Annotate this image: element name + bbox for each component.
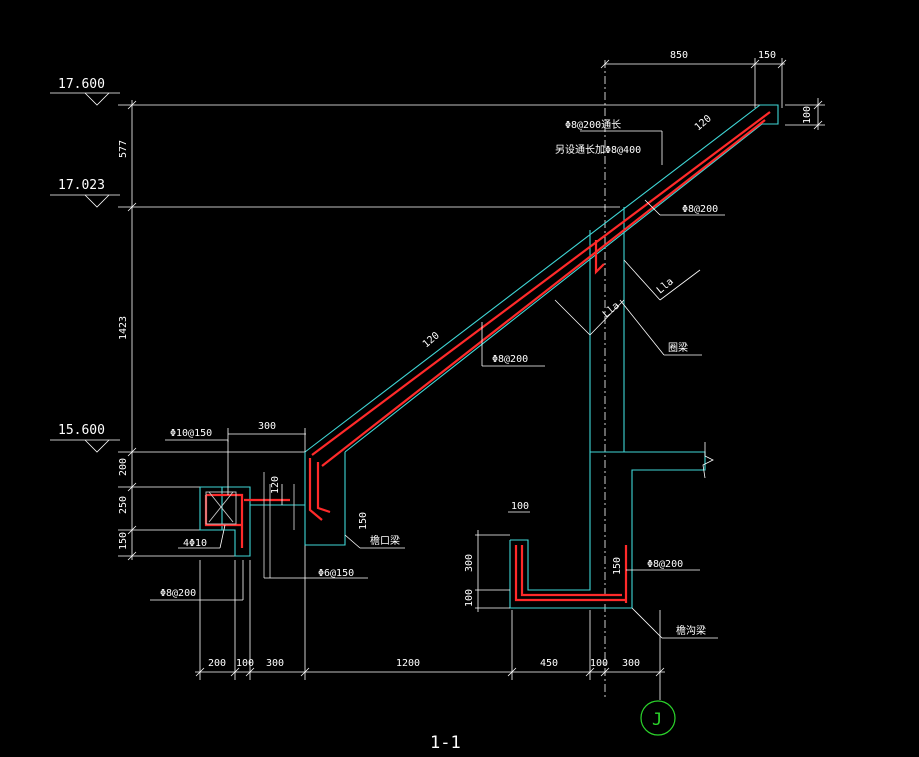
lap-length-1: Lla bbox=[601, 300, 622, 320]
eave-bars-label: 4Φ10 bbox=[183, 538, 207, 549]
elevation-label: 17.023 bbox=[58, 178, 105, 193]
elevation-mark-17600: 17.600 bbox=[50, 77, 120, 106]
left-dimension-chain: 577 1423 200 250 150 bbox=[118, 100, 137, 561]
dim-100-right: 100 bbox=[802, 106, 813, 124]
lap-length-2: Lla bbox=[655, 276, 676, 296]
eave-stirrup-label: Φ8@200 bbox=[160, 588, 196, 599]
elevation-label: 15.600 bbox=[58, 423, 105, 438]
extension-lines bbox=[118, 104, 760, 557]
elevation-label: 17.600 bbox=[58, 77, 105, 92]
dim-577: 577 bbox=[118, 140, 129, 158]
dim-150-eave-beam: 150 bbox=[358, 512, 369, 530]
small-rebar-label: Φ6@150 bbox=[318, 568, 354, 579]
dim-120-eave: 120 bbox=[270, 476, 281, 494]
dim-850: 850 bbox=[670, 50, 688, 61]
dim-300-gutter: 300 bbox=[464, 554, 475, 572]
rebar-top-label: Φ8@200通长 bbox=[565, 119, 621, 131]
annotations: Φ8@200通长 另设通长加Φ8@400 Φ8@200 Φ8@200 圈梁 Φ1… bbox=[150, 119, 725, 639]
eave-top-rebar-label: Φ10@150 bbox=[170, 428, 212, 439]
dim-bottom-100: 100 bbox=[236, 658, 254, 669]
rebar-right-label: Φ8@200 bbox=[682, 204, 718, 215]
right-dimension-100: 100 bbox=[785, 98, 825, 130]
bottom-dimension-chain: 200 100 300 1200 450 100 300 bbox=[195, 545, 665, 680]
grey-sections bbox=[205, 472, 295, 578]
gutter-rebar-label: Φ8@200 bbox=[647, 559, 683, 570]
dim-100-gutter-bottom: 100 bbox=[464, 589, 475, 607]
rebar bbox=[204, 111, 771, 603]
gutter-beam-label: 檐沟梁 bbox=[676, 624, 706, 637]
dim-bottom-300b: 300 bbox=[622, 658, 640, 669]
top-dimension-chain: 850 150 bbox=[600, 50, 787, 700]
section-title: 1-1 bbox=[430, 733, 461, 753]
dim-bottom-450: 450 bbox=[540, 658, 558, 669]
dim-bottom-100b: 100 bbox=[590, 658, 608, 669]
small-dimensions: 300 120 100 300 100 150 150 120 120 Lla … bbox=[227, 113, 714, 612]
dim-150: 150 bbox=[758, 50, 776, 61]
ring-beam-label: 圈梁 bbox=[668, 341, 688, 354]
rebar-slab-label: Φ8@200 bbox=[492, 354, 528, 365]
dim-120-slab: 120 bbox=[421, 330, 442, 350]
elevation-mark-15600: 15.600 bbox=[50, 423, 120, 453]
dim-200: 200 bbox=[118, 458, 129, 476]
rebar-top-extra-label: 另设通长加Φ8@400 bbox=[555, 144, 641, 156]
dim-120-top: 120 bbox=[693, 113, 714, 133]
axis-letter: J bbox=[652, 710, 662, 730]
dim-100-gutter: 100 bbox=[511, 501, 529, 512]
dim-150-gutter: 150 bbox=[612, 557, 623, 575]
dim-300-eave: 300 bbox=[258, 421, 276, 432]
dim-150: 150 bbox=[118, 532, 129, 550]
eave-beam-label: 檐口梁 bbox=[370, 534, 400, 547]
dim-1423: 1423 bbox=[118, 316, 129, 340]
concrete-outline bbox=[199, 104, 779, 609]
dim-250: 250 bbox=[118, 496, 129, 514]
dim-bottom-1200: 1200 bbox=[396, 658, 420, 669]
elevation-mark-17023: 17.023 bbox=[50, 178, 120, 208]
dim-bottom-200: 200 bbox=[208, 658, 226, 669]
axis-bubble-j: J bbox=[640, 680, 676, 736]
dim-bottom-300: 300 bbox=[266, 658, 284, 669]
